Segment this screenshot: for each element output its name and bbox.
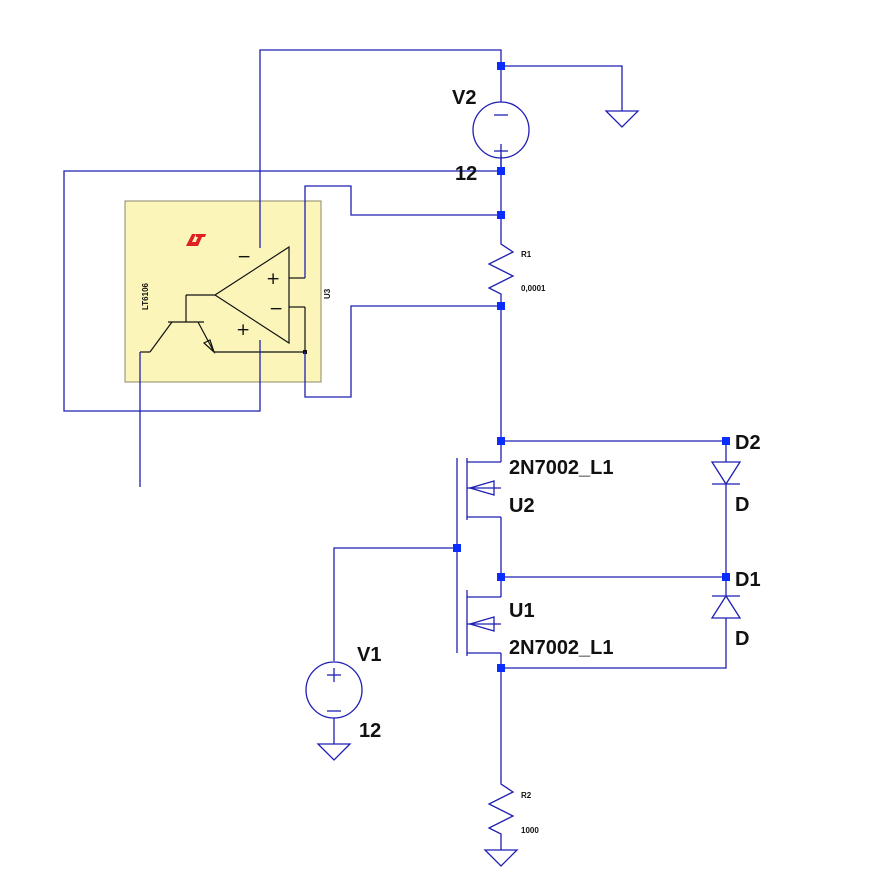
- opamp-minus-supply-sign: −: [237, 247, 251, 267]
- opamp-minus-input-sign: −: [269, 299, 283, 319]
- v2-name-label: V2: [452, 87, 476, 109]
- u1-model-label: 2N7002_L1: [509, 637, 614, 659]
- ic-part-label: LT6106: [141, 282, 150, 310]
- junction-node: [497, 302, 505, 310]
- opamp-plus-input-sign: +: [266, 269, 280, 289]
- r2-name-label: R2: [521, 791, 532, 800]
- voltage-source-v2[interactable]: V2 12: [452, 66, 530, 185]
- junction-node: [497, 211, 505, 219]
- opamp-symbol: [213, 245, 290, 345]
- ic-body: [124, 200, 322, 383]
- junction-node: [497, 664, 505, 672]
- linear-technology-logo: [186, 234, 206, 246]
- junction-node: [497, 573, 505, 581]
- ground-symbol-bottom: [483, 849, 519, 867]
- u2-name-label: U2: [509, 495, 535, 517]
- ground-symbol-v1: [316, 743, 352, 761]
- junction-node: [722, 573, 730, 581]
- r2-value-label: 1000: [521, 826, 539, 835]
- lt6106-ic[interactable]: LT6106 U3 + − − +: [124, 200, 332, 383]
- resistor-r2[interactable]: R2 1000: [487, 778, 539, 840]
- d2-model-label: D: [735, 494, 749, 516]
- opamp-plus-supply-sign: +: [236, 320, 250, 340]
- v1-name-label: V1: [357, 644, 381, 666]
- d1-name-label: D1: [735, 569, 761, 591]
- junction-node: [722, 437, 730, 445]
- junction-node: [497, 62, 505, 70]
- diode-d2[interactable]: D2 D: [710, 432, 761, 516]
- wires: [63, 49, 727, 850]
- diode-d1[interactable]: D1 D: [710, 569, 761, 650]
- junction-nodes: [453, 62, 730, 672]
- mosfet-u1[interactable]: U1 2N7002_L1: [456, 548, 614, 659]
- v2-value-label: 12: [455, 163, 477, 185]
- mosfet-u2[interactable]: 2N7002_L1 U2: [456, 457, 614, 548]
- u1-name-label: U1: [509, 600, 535, 622]
- ic-ref-label: U3: [323, 288, 332, 299]
- ground-symbol-top: [604, 110, 640, 128]
- voltage-source-v1[interactable]: V1 12: [305, 644, 381, 742]
- resistor-r1[interactable]: R1 0,0001: [487, 236, 546, 298]
- junction-node: [497, 437, 505, 445]
- junction-node: [453, 544, 461, 552]
- r1-value-label: 0,0001: [521, 284, 546, 293]
- v1-value-label: 12: [359, 720, 381, 742]
- u2-model-label: 2N7002_L1: [509, 457, 614, 479]
- junction-node: [497, 167, 505, 175]
- r1-name-label: R1: [521, 250, 532, 259]
- ic-output-transistor: [140, 321, 305, 354]
- d2-name-label: D2: [735, 432, 761, 454]
- d1-model-label: D: [735, 628, 749, 650]
